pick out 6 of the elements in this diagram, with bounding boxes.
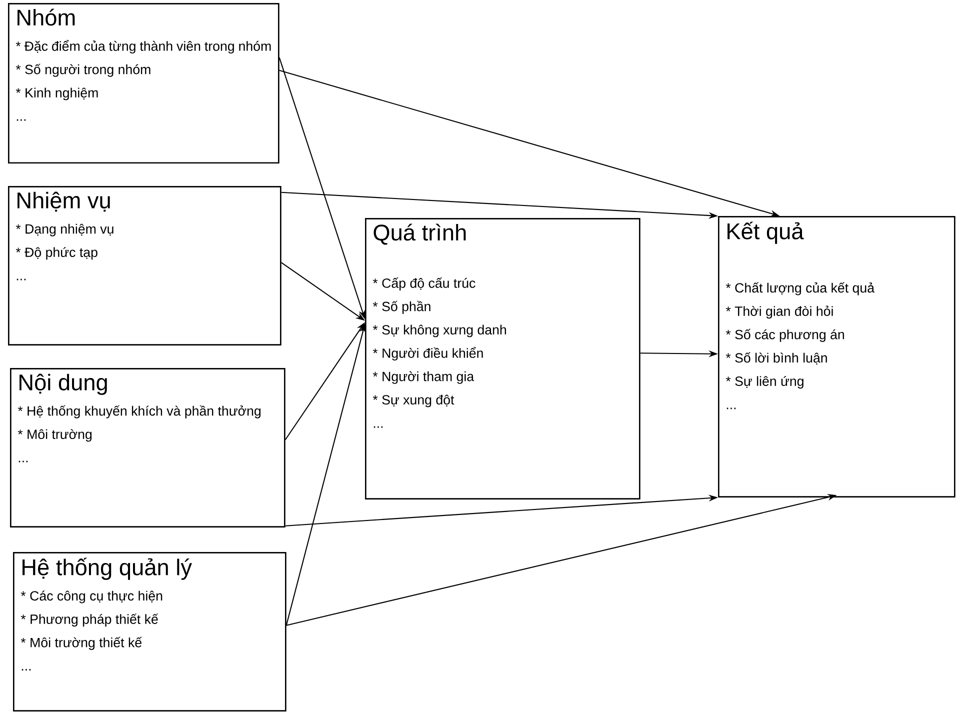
text-box: Nhiệm vụ * Dạng nhiệm vụ * Độ phức tạp ... bbox=[8, 186, 282, 346]
text-box: Hệ thống quản lý * Các công cụ thực hiện * Phương pháp thiết kế * Môi trường thiết kế ... bbox=[13, 552, 286, 712]
text-box: Nhóm * Đặc điểm của từng thành viên trong nhóm * Số người trong nhóm * Kinh nghiệm ... bbox=[8, 3, 280, 164]
text-box: Nội dung * Hệ thống khuyến khích và phần thưởng * Môi trường ... bbox=[10, 368, 286, 528]
text-box: Kết quả * Chất lượng của kết quả * Thời gian đòi hỏi * Số các phương án * Số lời bình luận * Sự liên ứng ... bbox=[718, 216, 956, 498]
text-box: Quá trình * Cấp độ cấu trúc * Số phần * Sự không xưng danh * Người điều khiển * Người tham gia * Sự xung đột ... bbox=[365, 218, 640, 500]
